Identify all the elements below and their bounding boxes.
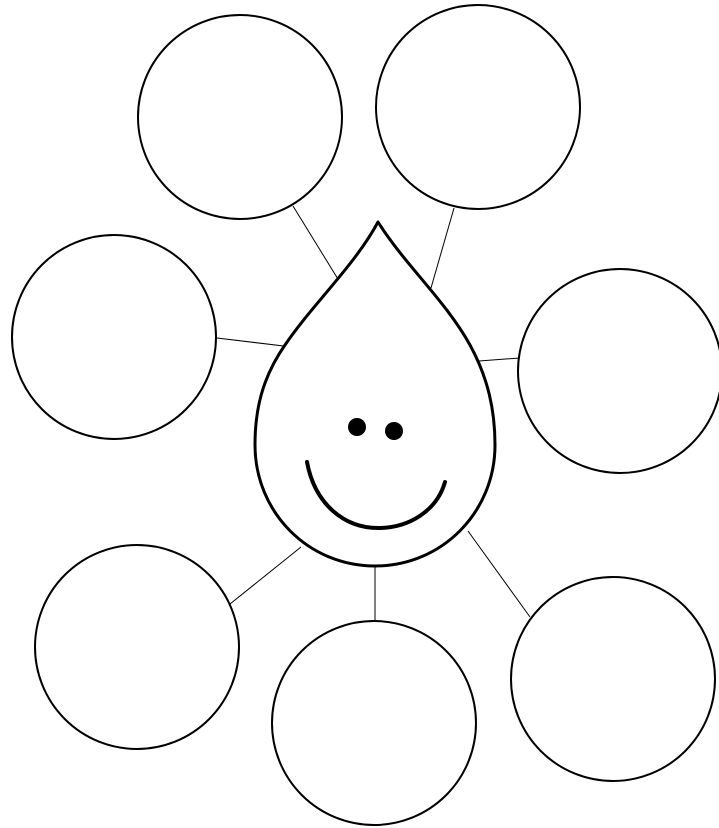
connector-line-bottom-right [468, 531, 530, 617]
bubble-left[interactable] [12, 235, 216, 439]
bubble-bottom-left[interactable] [35, 545, 239, 749]
bubble-bottom-right[interactable] [511, 577, 715, 781]
drop-right-eye [385, 422, 403, 440]
connector-line-top-left [293, 206, 341, 284]
connector-line-right [479, 358, 520, 361]
water-drop-outline [255, 222, 495, 566]
bubble-bottom-center[interactable] [272, 621, 476, 825]
drop-left-eye [348, 418, 366, 436]
water-drop-character [255, 222, 495, 566]
connector-line-bottom-left [230, 547, 301, 604]
bubble-top-left[interactable] [138, 15, 342, 219]
connector-line-left [217, 338, 292, 347]
connector-line-top-right [431, 208, 454, 288]
bubble-top-right[interactable] [376, 5, 580, 209]
bubble-right[interactable] [518, 269, 719, 473]
